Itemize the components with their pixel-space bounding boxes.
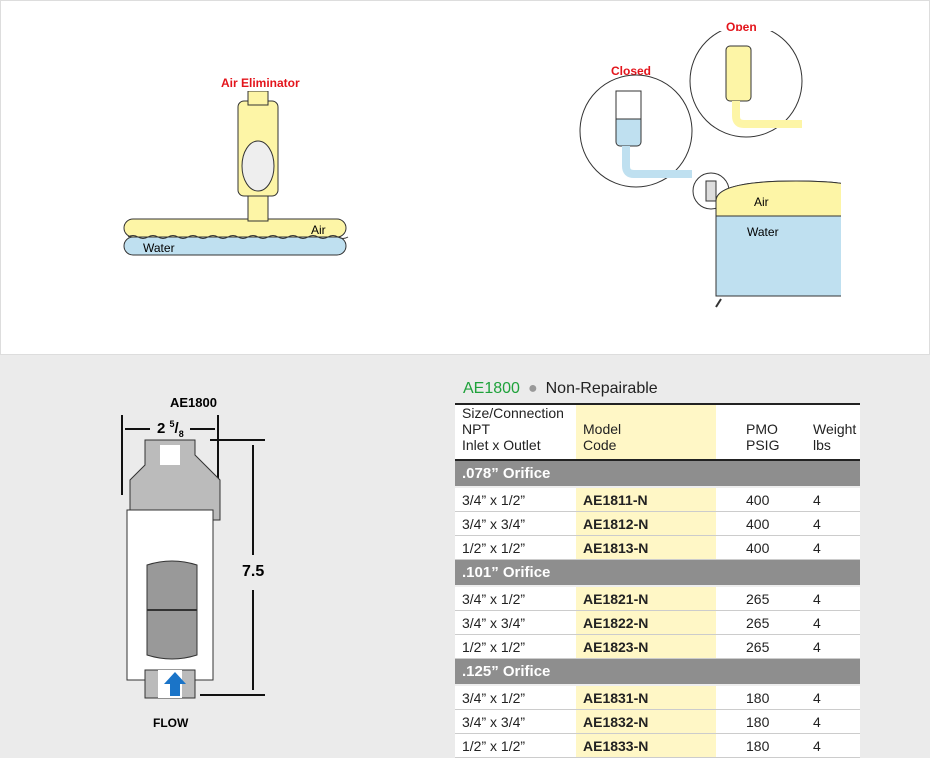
model-code-cell: AE1822-N bbox=[576, 610, 716, 635]
pmo-cell: 180 bbox=[716, 709, 806, 734]
model-code-cell: AE1831-N bbox=[576, 685, 716, 710]
tank-air-label: Air bbox=[754, 195, 769, 209]
orifice-group-header: .078” Orifice bbox=[455, 460, 860, 488]
pmo-cell: 400 bbox=[716, 511, 806, 536]
size-cell: 1/2” x 1/2” bbox=[455, 634, 576, 659]
diagram-panel: Air Eliminator Air Water Closed Open Air… bbox=[0, 0, 930, 355]
weight-cell: 4 bbox=[806, 535, 860, 560]
size-cell: 3/4” x 3/4” bbox=[455, 709, 576, 734]
weight-cell: 4 bbox=[806, 586, 860, 611]
weight-cell: 4 bbox=[806, 685, 860, 710]
pmo-cell: 265 bbox=[716, 610, 806, 635]
size-cell: 3/4” x 3/4” bbox=[455, 610, 576, 635]
size-cell: 3/4” x 3/4” bbox=[455, 511, 576, 536]
weight-cell: 4 bbox=[806, 487, 860, 512]
water-label: Water bbox=[143, 241, 175, 255]
table-title: AE1800●Non-Repairable bbox=[463, 380, 658, 397]
tank-diagram bbox=[579, 31, 841, 308]
flow-label: FLOW bbox=[153, 716, 189, 730]
pmo-cell: 400 bbox=[716, 535, 806, 560]
weight-cell: 4 bbox=[806, 511, 860, 536]
size-cell: 3/4” x 1/2” bbox=[455, 487, 576, 512]
air-eliminator-label: Air Eliminator bbox=[221, 76, 300, 90]
model-code-cell: AE1813-N bbox=[576, 535, 716, 560]
drawing-model: AE1800 bbox=[170, 395, 217, 410]
orifice-group-header: .125” Orifice bbox=[455, 658, 860, 686]
pmo-cell: 180 bbox=[716, 685, 806, 710]
model-code-cell: AE1812-N bbox=[576, 511, 716, 536]
weight-cell: 4 bbox=[806, 709, 860, 734]
weight-cell: 4 bbox=[806, 733, 860, 758]
ae1800-cross-section bbox=[121, 415, 265, 699]
width-dimension: 2 5/8 bbox=[157, 419, 184, 439]
air-label: Air bbox=[311, 223, 326, 237]
pipe-diagram bbox=[123, 91, 349, 256]
tank-water-label: Water bbox=[747, 225, 779, 239]
model-code-cell: AE1832-N bbox=[576, 709, 716, 734]
model-code-cell: AE1821-N bbox=[576, 586, 716, 611]
orifice-group-header: .101” Orifice bbox=[455, 559, 860, 587]
pmo-cell: 265 bbox=[716, 634, 806, 659]
size-cell: 3/4” x 1/2” bbox=[455, 586, 576, 611]
pmo-cell: 180 bbox=[716, 733, 806, 758]
pmo-cell: 400 bbox=[716, 487, 806, 512]
model-code-cell: AE1823-N bbox=[576, 634, 716, 659]
model-code-cell: AE1833-N bbox=[576, 733, 716, 758]
pmo-cell: 265 bbox=[716, 586, 806, 611]
model-code-cell: AE1811-N bbox=[576, 487, 716, 512]
weight-cell: 4 bbox=[806, 610, 860, 635]
flow-arrow-icon bbox=[164, 672, 186, 696]
closed-label: Closed bbox=[611, 64, 652, 78]
size-cell: 1/2” x 1/2” bbox=[455, 733, 576, 758]
height-dimension: 7.5 bbox=[242, 563, 265, 581]
size-cell: 3/4” x 1/2” bbox=[455, 685, 576, 710]
size-cell: 1/2” x 1/2” bbox=[455, 535, 576, 560]
weight-cell: 4 bbox=[806, 634, 860, 659]
